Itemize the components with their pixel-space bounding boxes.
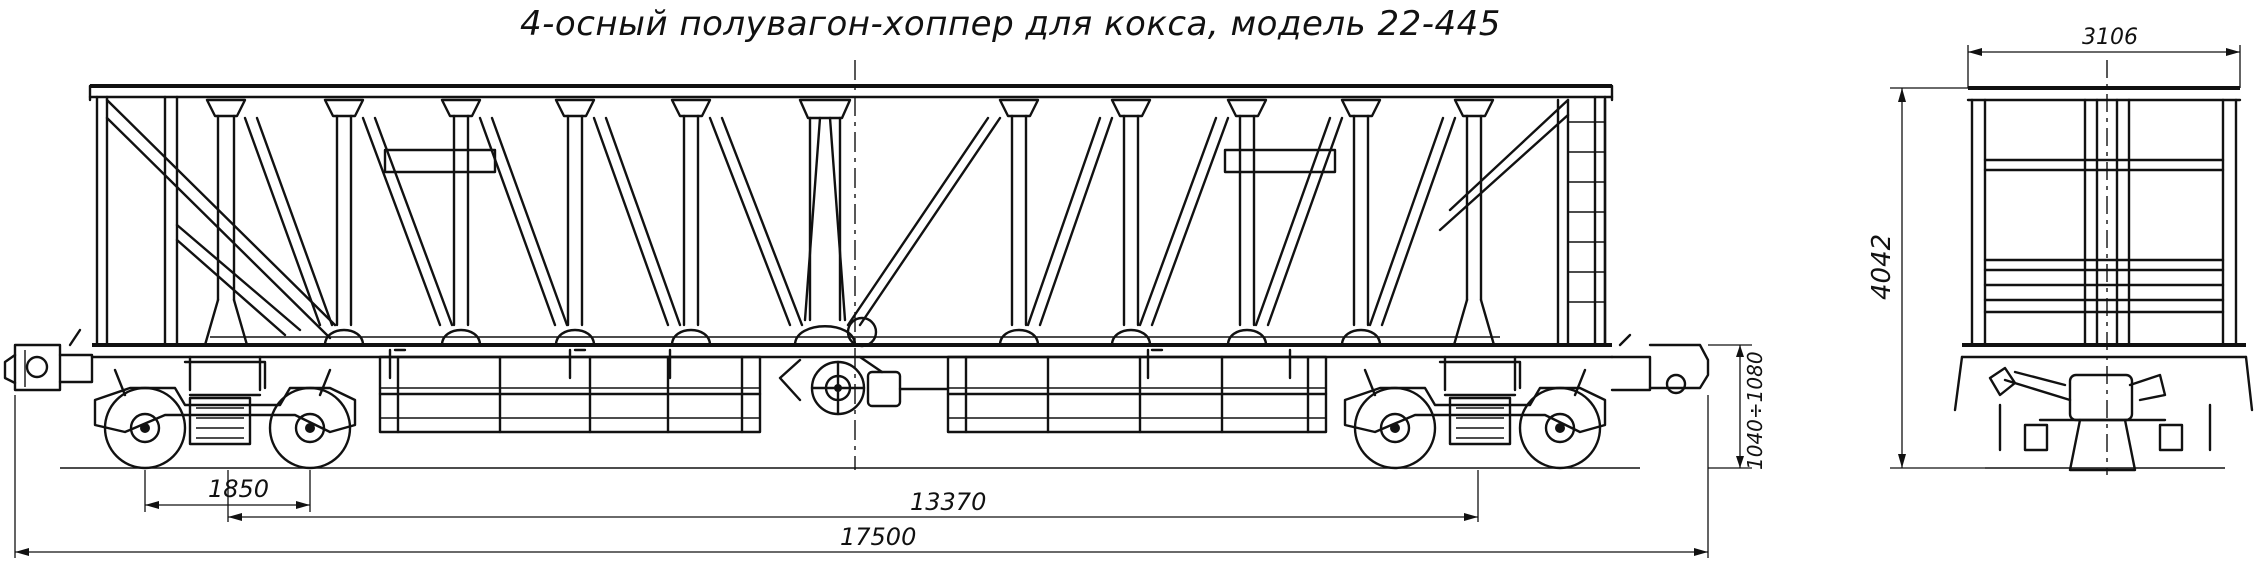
side-dimensions: 1850 13370 17500 1040÷1080 [14,344,1767,558]
drawing-title: 4-осный полувагон-хоппер для кокса, моде… [520,4,1501,44]
end-view [1953,60,2254,475]
dim-bogie-base: 1850 [208,475,269,503]
right-bogie [1343,355,1607,470]
end-dimensions: 3106 4042 [1867,25,2241,469]
end-posts [95,95,1607,347]
side-view [3,60,1710,470]
stanchions [203,98,1496,347]
end-ladder [1438,98,1607,347]
side-sill [90,336,1614,359]
side-plates [383,148,1337,174]
hopper-doors [378,348,1328,434]
dim-width: 3106 [2082,25,2138,50]
diagonal-braces [243,116,1457,327]
right-coupler [1610,333,1710,395]
top-chord [88,84,1614,102]
brake-mechanism [778,316,950,416]
left-bogie [93,355,357,470]
dim-coupler-height: 1040÷1080 [1743,351,1767,470]
dim-height: 4042 [1867,234,1897,300]
left-coupler [3,328,94,392]
dim-bogie-centers: 13370 [910,488,986,516]
left-end-bracing [105,98,337,340]
dim-overall-length: 17500 [840,523,916,551]
